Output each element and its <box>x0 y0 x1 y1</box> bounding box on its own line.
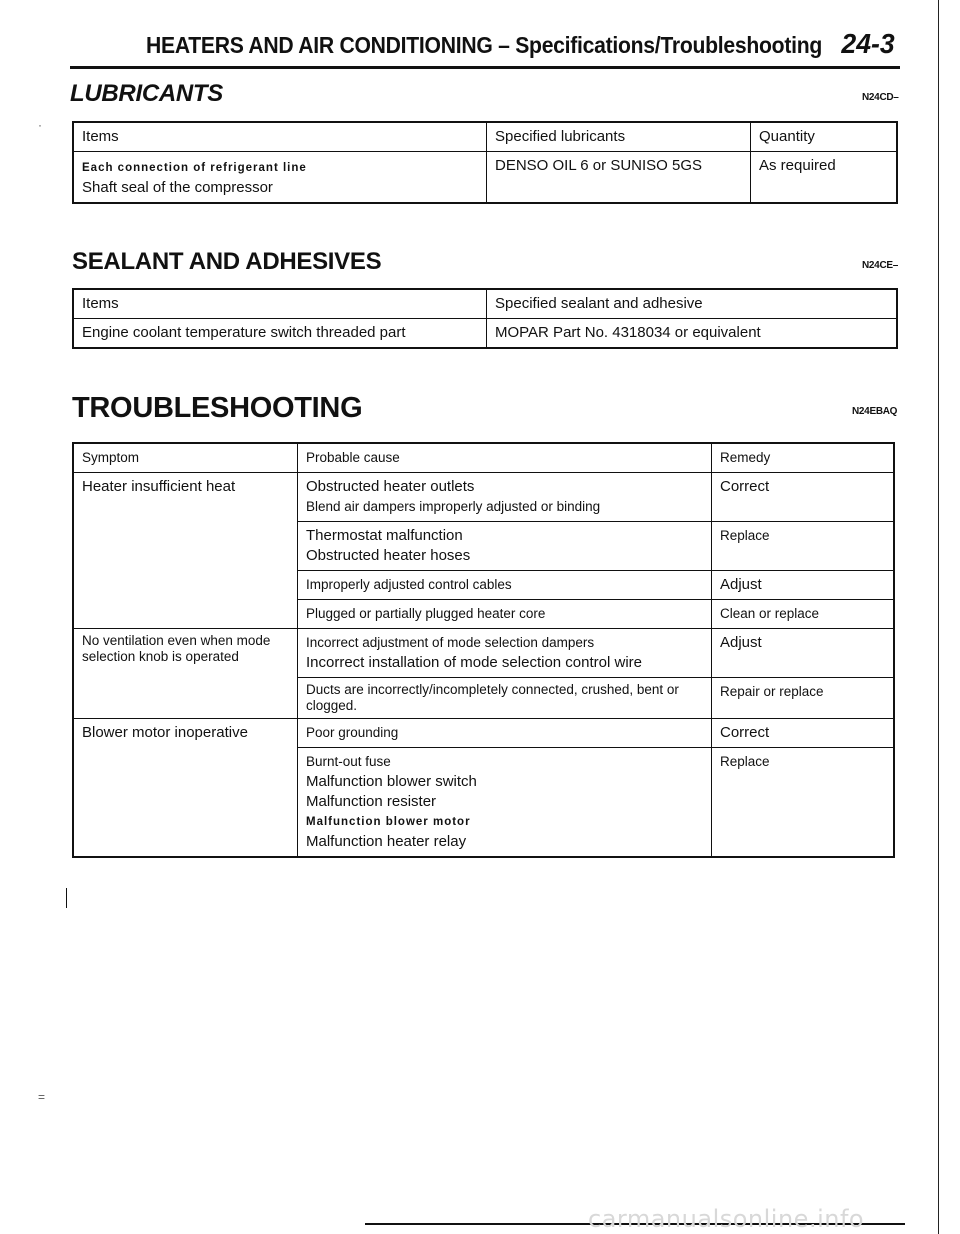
cause-text: Malfunction heater relay <box>306 833 467 850</box>
column-header: Probable cause <box>297 442 712 473</box>
column-header: Symptom <box>72 442 298 473</box>
header-title: HEATERS AND AIR CONDITIONING – Specifica… <box>146 32 823 58</box>
column-header: Items <box>72 121 487 152</box>
symptom-cell: No ventilation even when mode selection … <box>72 628 298 719</box>
lubricants-code: N24CD– <box>862 92 899 103</box>
troubleshooting-code: N24EBAQ <box>852 406 898 417</box>
troubleshooting-title: TROUBLESHOOTING <box>72 392 363 424</box>
scan-mark: · <box>38 118 42 132</box>
column-header: Specified sealant and adhesive <box>486 288 898 319</box>
cause-cell: Poor grounding <box>297 718 712 748</box>
item-text: Each connection of refrigerant line <box>82 162 307 174</box>
table-cell: Each connection of refrigerant line Shaf… <box>72 151 487 204</box>
remedy-cell: Replace <box>711 747 895 858</box>
remedy-cell: Correct <box>711 472 895 522</box>
table-row: Improperly adjusted control cables Adjus… <box>73 570 895 600</box>
remedy-cell: Repair or replace <box>711 677 895 719</box>
table-row: Blower motor inoperative Poor grounding … <box>72 718 895 858</box>
column-header: Remedy <box>711 442 895 473</box>
column-header: Quantity <box>750 121 898 152</box>
table-cell: Engine coolant temperature switch thread… <box>72 318 487 349</box>
cause-cell: Obstructed heater outlets Blend air damp… <box>297 472 712 522</box>
cause-text: Incorrect installation of mode selection… <box>306 654 642 671</box>
cause-text: Blend air dampers improperly adjusted or… <box>306 499 601 514</box>
footer-rule <box>365 1223 905 1225</box>
table-header-row: Symptom Probable cause Remedy <box>72 442 895 473</box>
table-cell: As required <box>750 151 898 204</box>
cause-text: Incorrect adjustment of mode selection d… <box>306 635 595 650</box>
table-row: Burnt-out fuse Malfunction blower switch… <box>73 747 895 858</box>
table-cell: DENSO OIL 6 or SUNISO 5GS <box>486 151 751 204</box>
watermark-text: carmanualsonline.info <box>588 1205 865 1233</box>
cause-text: Malfunction blower motor <box>306 816 471 828</box>
column-header: Items <box>72 288 487 319</box>
lubricants-table: Items Specified lubricants Quantity Each… <box>72 121 898 204</box>
remedy-cell: Correct <box>711 718 895 748</box>
page-number: 24-3 <box>841 28 895 59</box>
sealant-table: Items Specified sealant and adhesive Eng… <box>72 288 898 349</box>
cause-cell: Ducts are incorrectly/incompletely conne… <box>297 677 712 719</box>
remedy-cell: Replace <box>711 521 895 571</box>
cause-cell: Improperly adjusted control cables <box>297 570 712 600</box>
cause-text: Malfunction blower switch <box>306 773 477 790</box>
troubleshooting-table: Symptom Probable cause Remedy Heater ins… <box>72 442 895 858</box>
remedy-cell: Adjust <box>711 570 895 600</box>
sealant-title: SEALANT AND ADHESIVES <box>72 248 382 275</box>
column-header: Specified lubricants <box>486 121 751 152</box>
lubricants-title: LUBRICANTS <box>70 80 223 107</box>
sealant-code: N24CE– <box>862 260 898 271</box>
table-row: Heater insufficient heat Obstructed heat… <box>72 472 895 629</box>
cause-text: Malfunction resister <box>306 793 437 810</box>
cause-cell: Burnt-out fuse Malfunction blower switch… <box>297 747 712 858</box>
table-cell: MOPAR Part No. 4318034 or equivalent <box>486 318 898 349</box>
margin-rule <box>66 888 67 908</box>
cause-cell: Thermostat malfunction Obstructed heater… <box>297 521 712 571</box>
remedy-cell: Adjust <box>711 628 895 678</box>
cause-text: Obstructed heater hoses <box>306 547 471 564</box>
cause-cell: Incorrect adjustment of mode selection d… <box>297 628 712 678</box>
table-row: Each connection of refrigerant line Shaf… <box>72 151 898 204</box>
remedy-cell: Clean or replace <box>711 599 895 629</box>
symptom-cell: Blower motor inoperative <box>72 718 298 858</box>
table-row: No ventilation even when mode selection … <box>72 628 895 719</box>
binding-rule <box>938 0 939 1234</box>
cause-text: Thermostat malfunction <box>306 527 463 544</box>
cause-text: Burnt-out fuse <box>306 754 391 769</box>
scan-mark: = <box>38 1090 46 1104</box>
cause-text: Obstructed heater outlets <box>306 478 475 495</box>
symptom-cell: Heater insufficient heat <box>72 472 298 629</box>
table-row: Thermostat malfunction Obstructed heater… <box>73 521 895 571</box>
table-row: Engine coolant temperature switch thread… <box>72 318 898 349</box>
cause-cell: Plugged or partially plugged heater core <box>297 599 712 629</box>
header-rule <box>70 66 900 69</box>
table-header-row: Items Specified sealant and adhesive <box>72 288 898 319</box>
table-header-row: Items Specified lubricants Quantity <box>72 121 898 152</box>
item-text: Shaft seal of the compressor <box>82 179 273 196</box>
